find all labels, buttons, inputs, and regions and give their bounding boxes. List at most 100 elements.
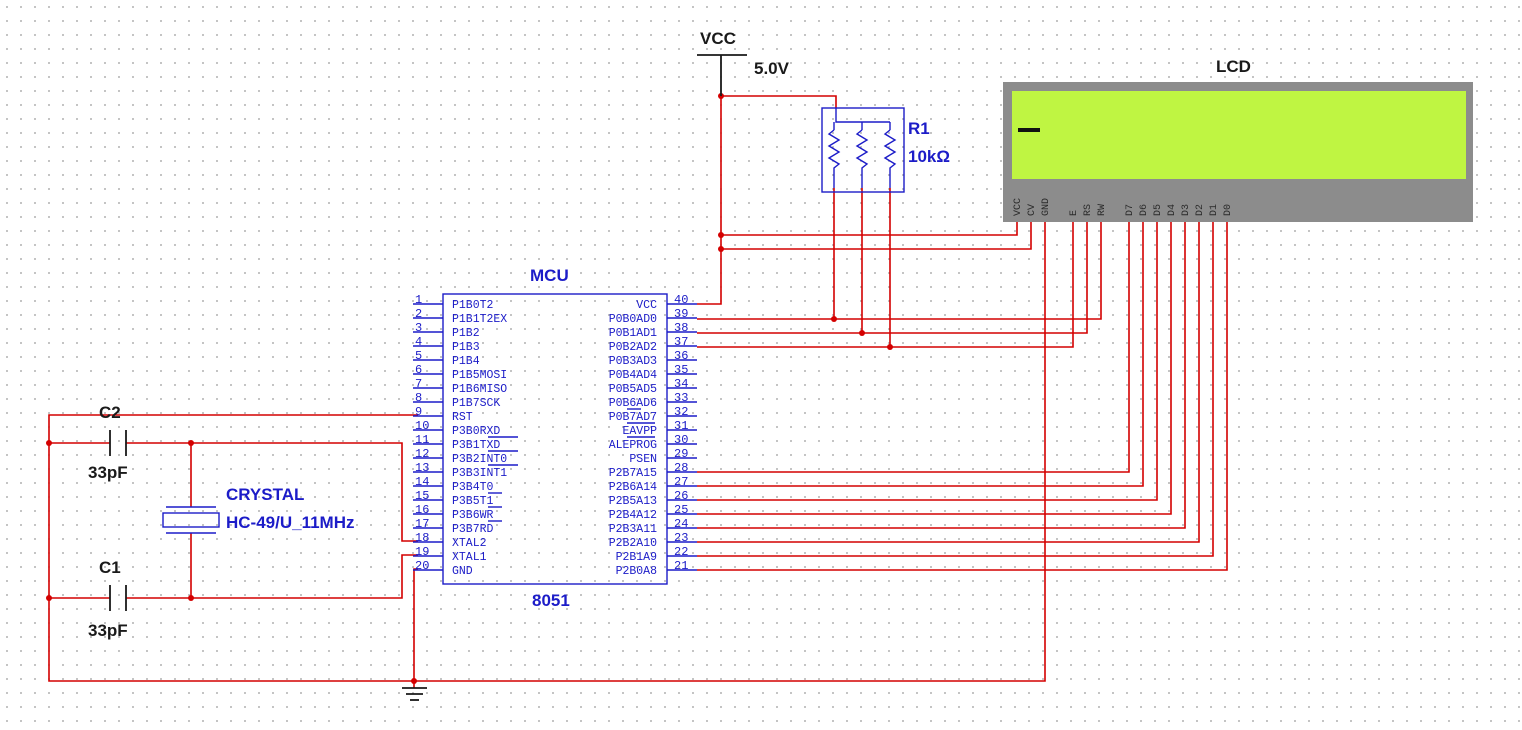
wire-d4	[697, 222, 1172, 515]
capacitor-c2[interactable]: C2 33pF	[88, 403, 128, 482]
mcu-pin-name-20: GND	[452, 565, 473, 578]
mcu-pin-number-15: 15	[415, 489, 429, 503]
mcu-pin-name-37: P0B2AD2	[609, 341, 657, 354]
wire-d2	[697, 222, 1200, 543]
lcd-pin-d0: D0	[1223, 204, 1234, 216]
mcu-part: 8051	[532, 591, 570, 610]
mcu-pin-number-3: 3	[415, 321, 422, 335]
lcd-pin-d1: D1	[1209, 204, 1220, 216]
mcu-pin-name-23: P2B2A10	[609, 537, 657, 550]
lcd-label: LCD	[1216, 57, 1251, 76]
wire-d0	[697, 222, 1228, 571]
mcu-pin-name-15: P3B5T1	[452, 495, 494, 508]
mcu-pin-number-22: 22	[674, 545, 688, 559]
lcd-pin-d3: D3	[1181, 204, 1192, 216]
mcu-pin-number-10: 10	[415, 419, 429, 433]
mcu-pin-name-11: P3B1TXD	[452, 439, 500, 452]
mcu-pin-number-20: 20	[415, 559, 429, 573]
mcu-pin-name-2: P1B1T2EX	[452, 313, 507, 326]
mcu-pin-name-36: P0B3AD3	[609, 355, 657, 368]
mcu-pin-number-14: 14	[415, 475, 429, 489]
c1-label: C1	[99, 558, 121, 577]
mcu-pin-name-4: P1B3	[452, 341, 480, 354]
mcu-pin-number-4: 4	[415, 335, 422, 349]
crystal-label: CRYSTAL	[226, 485, 304, 504]
mcu-pin-number-35: 35	[674, 363, 688, 377]
mcu-pin-name-31: EAVPP	[622, 425, 657, 438]
r1-value: 10kΩ	[908, 147, 950, 166]
mcu-pin-number-8: 8	[415, 391, 422, 405]
mcu-pin-number-29: 29	[674, 447, 688, 461]
mcu-pin-number-12: 12	[415, 447, 429, 461]
mcu-pin-name-1: P1B0T2	[452, 299, 494, 312]
mcu-pin-number-25: 25	[674, 503, 688, 517]
mcu-pin-number-19: 19	[415, 545, 429, 559]
mcu-pin-name-26: P2B5A13	[609, 495, 657, 508]
r1-resistor-pack[interactable]: R1 10kΩ	[821, 107, 950, 193]
mcu-pin-number-26: 26	[674, 489, 688, 503]
mcu-pin-number-9: 9	[415, 405, 422, 419]
wire-lcd-cv	[721, 222, 1032, 250]
lcd-cursor	[1018, 128, 1040, 132]
crystal-oscillator[interactable]: CRYSTAL HC-49/U_11MHz	[162, 485, 355, 534]
mcu-pin-name-28: P2B7A15	[609, 467, 657, 480]
c1-value: 33pF	[88, 621, 128, 640]
mcu-pin-name-29: PSEN	[629, 453, 657, 466]
mcu-pin-name-24: P2B3A11	[609, 523, 657, 536]
mcu-pin-name-16: P3B6WR	[452, 509, 494, 522]
wire-p0b2-e	[697, 222, 1074, 348]
vcc-voltage: 5.0V	[754, 59, 790, 78]
lcd-pin-d6: D6	[1139, 204, 1150, 216]
wire-d7	[697, 222, 1130, 473]
mcu-pin-number-16: 16	[415, 503, 429, 517]
vcc-label: VCC	[700, 29, 736, 48]
mcu-pin-number-24: 24	[674, 517, 688, 531]
lcd-pin-rw: RW	[1097, 204, 1108, 216]
mcu-pin-number-17: 17	[415, 517, 429, 531]
mcu-pin-name-25: P2B4A12	[609, 509, 657, 522]
wire-vcc-r1	[721, 95, 837, 108]
mcu-pin-name-5: P1B4	[452, 355, 480, 368]
lcd-pin-vcc: VCC	[1013, 198, 1024, 216]
mcu-pin-name-19: XTAL1	[452, 551, 487, 564]
mcu-pin-name-21: P2B0A8	[616, 565, 658, 578]
mcu-pin-name-17: P3B7RD	[452, 523, 494, 536]
ground-symbol[interactable]	[402, 687, 427, 701]
pin-overbars	[488, 408, 655, 522]
mcu-pin-name-13: P3B3INT1	[452, 467, 507, 480]
mcu-pin-name-14: P3B4T0	[452, 481, 494, 494]
mcu-pin-number-32: 32	[674, 405, 688, 419]
mcu-pin-name-32: P0B7AD7	[609, 411, 657, 424]
lcd-pin-gnd: GND	[1041, 198, 1052, 216]
mcu-pin-number-38: 38	[674, 321, 688, 335]
mcu-pin-number-27: 27	[674, 475, 688, 489]
capacitor-c1[interactable]: C1 33pF	[88, 558, 128, 640]
mcu-pin-name-10: P3B0RXD	[452, 425, 500, 438]
wire-vcc-main	[697, 96, 722, 305]
mcu-pin-name-18: XTAL2	[452, 537, 487, 550]
mcu-right-pins: 40VCC39P0B0AD038P0B1AD137P0B2AD236P0B3AD…	[609, 293, 697, 578]
c2-value: 33pF	[88, 463, 128, 482]
vcc-symbol[interactable]: VCC 5.0V	[697, 29, 790, 96]
mcu-pin-number-37: 37	[674, 335, 688, 349]
lcd-pin-d4: D4	[1167, 204, 1178, 216]
lcd-pin-d7: D7	[1125, 204, 1136, 216]
mcu-body	[442, 293, 668, 585]
lcd-pin-d5: D5	[1153, 204, 1164, 216]
lcd-pin-e: E	[1069, 210, 1080, 216]
mcu-pin-number-30: 30	[674, 433, 688, 447]
wire-d1	[697, 222, 1214, 557]
mcu-pin-number-39: 39	[674, 307, 688, 321]
mcu-pin-number-40: 40	[674, 293, 688, 307]
mcu-pin-number-28: 28	[674, 461, 688, 475]
mcu-pin-number-13: 13	[415, 461, 429, 475]
lcd-screen	[1012, 91, 1466, 179]
lcd-pin-rs: RS	[1083, 204, 1094, 216]
mcu-pin-name-39: P0B0AD0	[609, 313, 657, 326]
wire-c2-r	[126, 442, 418, 542]
